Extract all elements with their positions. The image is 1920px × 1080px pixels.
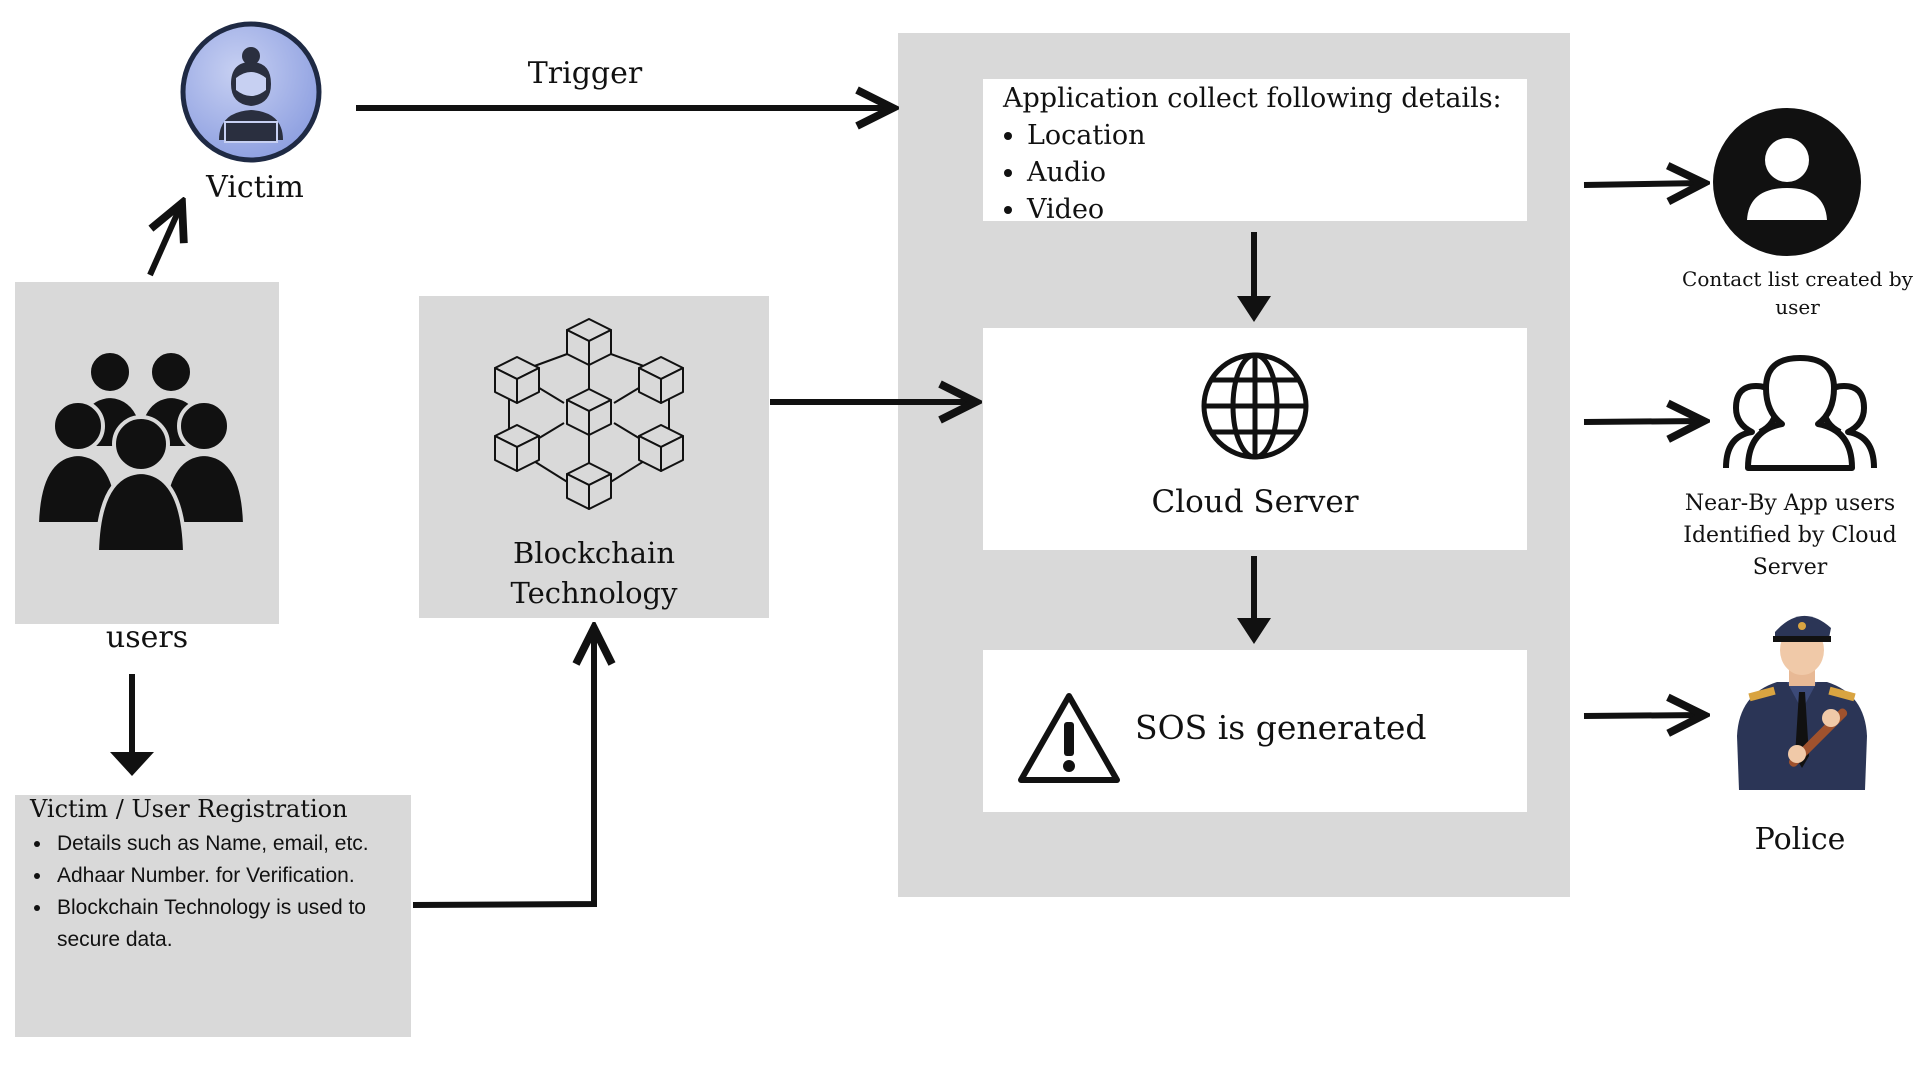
- arrowhead-details-to-cloud: [1237, 296, 1271, 322]
- registration-item-details: Details such as Name, email, etc.: [53, 828, 403, 860]
- application-details-title: Application collect following details:: [1003, 83, 1502, 114]
- registration-item-blockchain: Blockchain Technology is used to secure …: [53, 892, 403, 956]
- arrow-to-contact: [1583, 183, 1704, 185]
- police-officer-icon: [1737, 615, 1867, 790]
- arrowhead-cloud-to-sos: [1237, 618, 1271, 644]
- detail-location: Location: [1027, 117, 1146, 154]
- arrow-to-nearby: [1583, 421, 1704, 422]
- globe-icon: [1201, 352, 1309, 460]
- nearby-label-line3: Server: [1752, 555, 1828, 580]
- sos-label: SOS is generated: [1135, 708, 1427, 747]
- arrowhead-registration: [110, 752, 154, 776]
- blockchain-box: Blockchain Technology: [419, 296, 769, 618]
- users-box: [15, 282, 279, 624]
- registration-box: Victim / User Registration Details such …: [15, 795, 411, 1037]
- contact-person-icon: [1713, 108, 1861, 256]
- cloud-server-box: Cloud Server: [983, 328, 1527, 550]
- contact-label-line2: user: [1775, 295, 1820, 319]
- arrow-to-police: [1583, 715, 1704, 716]
- sos-box: SOS is generated: [983, 650, 1527, 812]
- warning-icon: [1018, 693, 1120, 783]
- registration-title: Victim / User Registration: [30, 795, 348, 823]
- nearby-users-icon: [1723, 355, 1877, 471]
- victim-avatar-icon: [180, 21, 322, 163]
- users-group-icon: [37, 349, 248, 554]
- blockchain-label-line2: Technology: [510, 576, 678, 610]
- police-label: Police: [1754, 822, 1846, 857]
- arrow-registration-to-blockchain: [412, 628, 594, 908]
- application-details-box: Application collect following details: L…: [983, 79, 1527, 225]
- application-details-list: Location Audio Video: [983, 117, 1146, 228]
- victim-label: Victim: [206, 170, 304, 205]
- nearby-label-line2: Identified by Cloud: [1683, 523, 1897, 548]
- cloud-server-label: Cloud Server: [1151, 484, 1359, 520]
- arrow-users-to-victim: [147, 203, 182, 277]
- registration-item-adhaar: Adhaar Number. for Verification.: [53, 860, 403, 892]
- detail-audio: Audio: [1027, 154, 1146, 191]
- trigger-label: Trigger: [527, 56, 643, 91]
- users-label: users: [105, 620, 189, 655]
- nearby-label-line1: Near-By App users: [1684, 491, 1896, 516]
- blockchain-label-line1: Blockchain: [512, 536, 676, 570]
- detail-video: Video: [1027, 191, 1146, 228]
- contact-label-line1: Contact list created by: [1682, 267, 1913, 291]
- blockchain-icon: [494, 318, 684, 510]
- registration-list: Details such as Name, email, etc. Adhaar…: [15, 828, 403, 956]
